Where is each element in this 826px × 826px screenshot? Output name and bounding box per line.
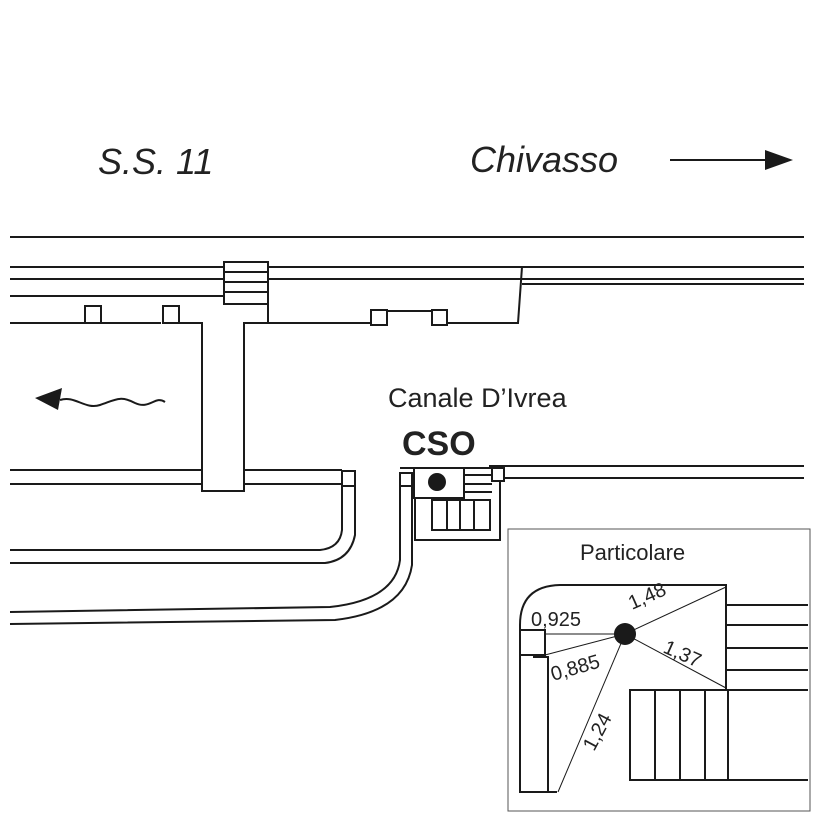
flow-arrow-icon xyxy=(35,388,166,410)
direction-label: Chivasso xyxy=(470,139,618,180)
cso-structure xyxy=(413,467,505,541)
measure-0925: 0,925 xyxy=(531,609,581,631)
canal-upper-bank xyxy=(10,266,523,480)
cso-label: CSO xyxy=(402,425,476,463)
detail-title: Particolare xyxy=(580,540,685,565)
top-stair-block xyxy=(223,261,269,305)
canal-label: Canale D’Ivrea xyxy=(388,383,568,413)
road-lines xyxy=(10,236,804,285)
cso-point-icon xyxy=(428,473,446,491)
direction-arrow-icon xyxy=(670,150,793,170)
road-label: S.S. 11 xyxy=(98,141,213,182)
canal-lower-bank xyxy=(9,469,413,625)
detail-cso-point-icon xyxy=(614,623,636,645)
detail-inset: Particolare 0,925 1,48 0,885 1,37 1,24 xyxy=(507,528,811,812)
